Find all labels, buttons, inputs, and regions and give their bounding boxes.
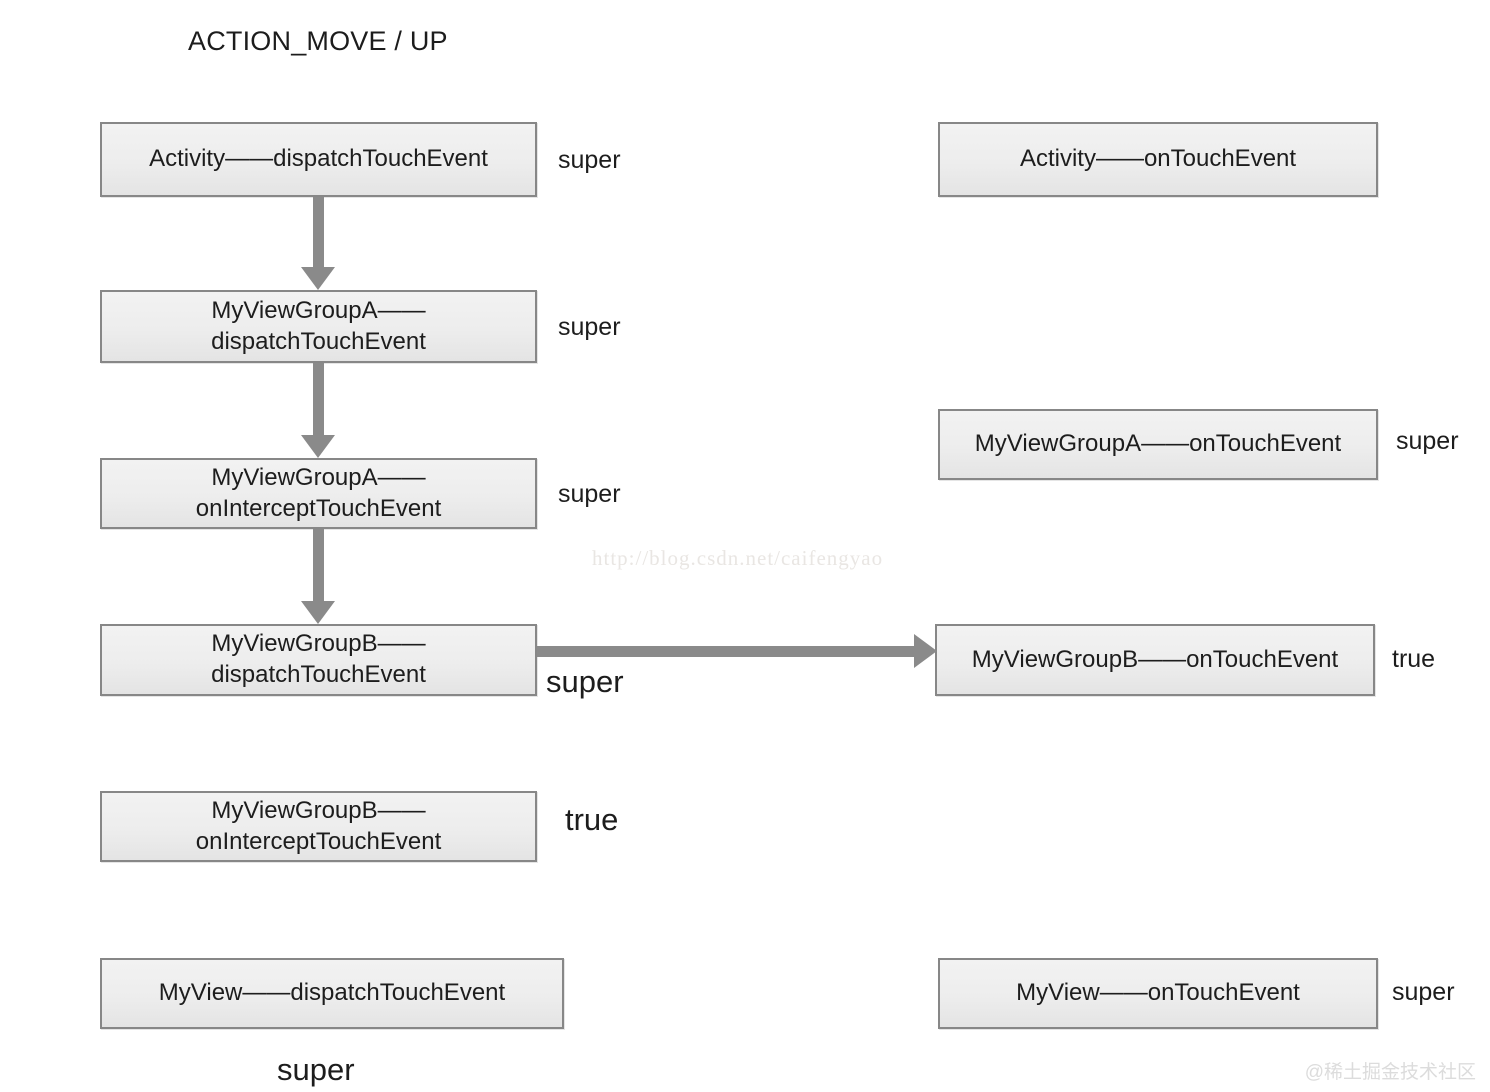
diagram-title: ACTION_MOVE / UP bbox=[188, 26, 448, 56]
node-myviewgroupa-on-intercept-touch-event[interactable]: MyViewGroupA—— onInterceptTouchEvent bbox=[100, 458, 537, 529]
node-myviewgroupb-on-touch-event[interactable]: MyViewGroupB——onTouchEvent bbox=[935, 624, 1375, 696]
node-label: MyView——onTouchEvent bbox=[1016, 979, 1300, 1007]
node-label: MyViewGroupA—— onInterceptTouchEvent bbox=[195, 463, 442, 522]
node-label: MyViewGroupA—— dispatchTouchEvent bbox=[211, 296, 426, 355]
arrow-down-viewgroupa-dispatch-to-onintercept-icon bbox=[301, 363, 335, 458]
node-label: MyView——dispatchTouchEvent bbox=[158, 979, 506, 1007]
label-true-myviewgroupb-ontouch: true bbox=[1392, 645, 1436, 673]
node-label: MyViewGroupB——onTouchEvent bbox=[971, 645, 1339, 673]
node-myviewgroupa-on-touch-event[interactable]: MyViewGroupA——onTouchEvent bbox=[938, 409, 1378, 480]
node-myview-dispatch-touch-event[interactable]: MyView——dispatchTouchEvent bbox=[100, 958, 564, 1029]
label-super-myviewgroupa-onintercept: super bbox=[558, 480, 621, 508]
label-super-activity-dispatch: super bbox=[558, 146, 621, 174]
label-super-myview-dispatch: super bbox=[277, 1052, 355, 1087]
node-label: MyViewGroupA——onTouchEvent bbox=[974, 430, 1342, 458]
node-label: MyViewGroupB—— dispatchTouchEvent bbox=[211, 630, 426, 688]
node-myview-on-touch-event[interactable]: MyView——onTouchEvent bbox=[938, 958, 1378, 1029]
node-label: MyViewGroupB—— onInterceptTouchEvent bbox=[195, 796, 442, 855]
node-activity-on-touch-event[interactable]: Activity——onTouchEvent bbox=[938, 122, 1378, 197]
watermark-corner: @稀土掘金技术社区 bbox=[1304, 1062, 1476, 1083]
node-label: Activity——onTouchEvent bbox=[1019, 145, 1297, 173]
arrow-down-activity-to-viewgroupa-icon bbox=[301, 197, 335, 290]
label-super-myviewgroupa-ontouch: super bbox=[1396, 427, 1459, 455]
label-super-myview-ontouch: super bbox=[1392, 978, 1455, 1006]
arrow-right-viewgroupb-dispatch-to-ontouch-icon bbox=[537, 634, 937, 668]
node-myviewgroupb-on-intercept-touch-event[interactable]: MyViewGroupB—— onInterceptTouchEvent bbox=[100, 791, 537, 862]
label-super-myviewgroupa-dispatch: super bbox=[558, 313, 621, 341]
label-true-myviewgroupb-onintercept: true bbox=[565, 802, 619, 837]
node-label: Activity——dispatchTouchEvent bbox=[149, 145, 488, 173]
node-myviewgroupb-dispatch-touch-event[interactable]: MyViewGroupB—— dispatchTouchEvent bbox=[100, 624, 537, 696]
label-super-myviewgroupb-dispatch: super bbox=[546, 664, 624, 699]
watermark-url: http://blog.csdn.net/caifengyao bbox=[592, 546, 884, 570]
node-activity-dispatch-touch-event[interactable]: Activity——dispatchTouchEvent bbox=[100, 122, 537, 197]
arrow-down-viewgroupa-onintercept-to-viewgroupb-icon bbox=[301, 529, 335, 624]
node-myviewgroupa-dispatch-touch-event[interactable]: MyViewGroupA—— dispatchTouchEvent bbox=[100, 290, 537, 363]
